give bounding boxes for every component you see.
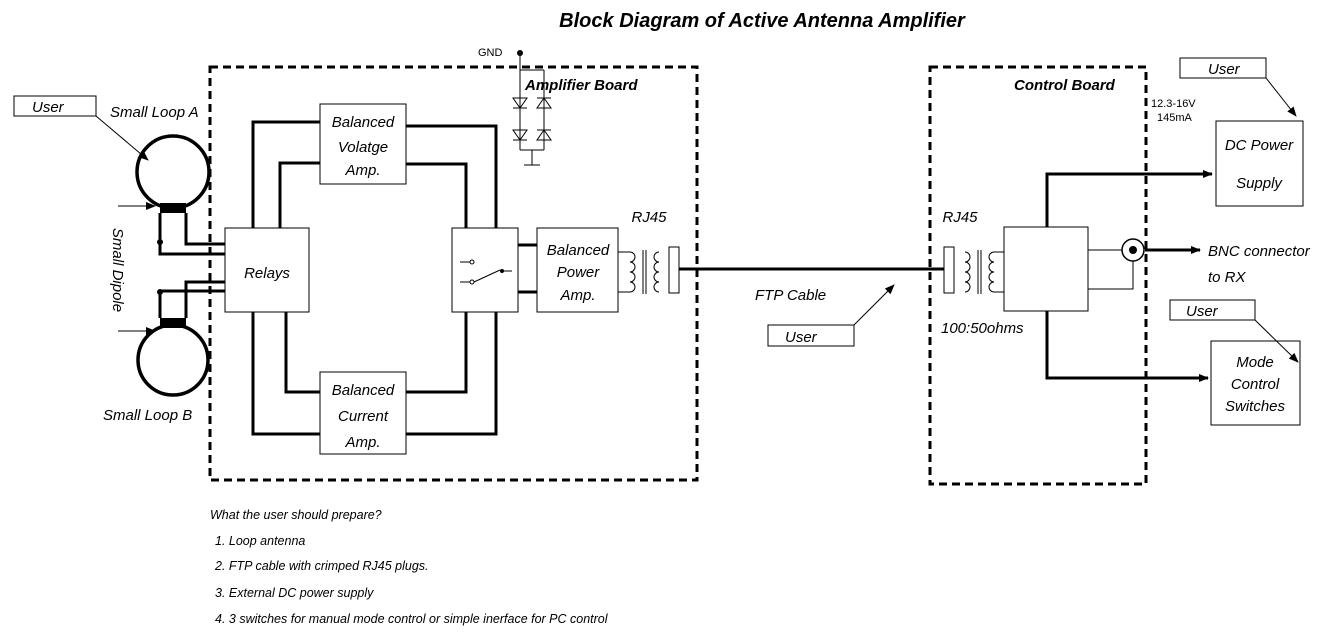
mode-control-switches <box>1210 340 1301 426</box>
user-tag: User <box>13 95 149 161</box>
voltage-amp-line-2: Volatge <box>338 139 388 156</box>
current-amp-line-1: Balanced <box>332 382 395 399</box>
bnc-connector-icon <box>1121 238 1145 262</box>
power-spec-current: 145mA <box>1157 112 1193 124</box>
transformer-icon <box>964 250 1004 294</box>
mode-line-1: Mode <box>1236 354 1274 371</box>
impedance-ratio-label: 100:50ohms <box>941 320 1024 337</box>
amplifier-wiring <box>251 120 537 436</box>
loop-b-label: Small Loop B <box>103 407 192 424</box>
relays-block <box>224 227 310 313</box>
voltage-amp-line-1: Balanced <box>332 114 395 131</box>
transformer-icon <box>618 250 660 294</box>
ftp-cable-label: FTP Cable <box>755 287 826 304</box>
bnc-label-line-1: BNC connector <box>1208 243 1311 260</box>
notes-item: 3. External DC power supply <box>215 586 374 600</box>
rj45-connector-amp <box>668 246 680 294</box>
dc-power-supply <box>1215 120 1304 207</box>
relays-label: Relays <box>244 265 290 282</box>
current-amp-line-3: Amp. <box>344 434 380 451</box>
power-amp-line-3: Amp. <box>559 287 595 304</box>
user-tag-label: User <box>785 329 818 346</box>
rj45-connector-control <box>943 246 955 294</box>
balanced-current-amp <box>319 371 407 455</box>
diode-protection <box>512 50 552 166</box>
gnd-label: GND <box>478 47 503 59</box>
user-tag: User <box>767 284 895 347</box>
switch-icon <box>460 259 512 285</box>
rj45-label-amp: RJ45 <box>631 209 667 226</box>
dc-power-line-2: Supply <box>1236 175 1283 192</box>
user-tag-label: User <box>1208 61 1241 78</box>
mode-line-3: Switches <box>1225 398 1286 415</box>
balanced-voltage-amp <box>319 103 407 185</box>
switch-block <box>451 227 519 313</box>
diagram-title: Block Diagram of Active Antenna Amplifie… <box>559 10 966 32</box>
voltage-amp-line-3: Amp. <box>344 162 380 179</box>
loop-b-antenna <box>136 318 210 397</box>
current-amp-line-2: Current <box>338 408 389 425</box>
user-tag: User <box>1169 299 1299 363</box>
control-block <box>1003 226 1089 312</box>
power-amp-line-1: Balanced <box>547 242 610 259</box>
control-wiring <box>1045 170 1213 382</box>
power-amp-line-2: Power <box>557 264 601 281</box>
user-tag-label: User <box>1186 303 1219 320</box>
notes-item: 2. FTP cable with crimped RJ45 plugs. <box>214 559 429 573</box>
loop-a-label: Small Loop A <box>110 104 199 121</box>
amplifier-board-label: Amplifier Board <box>524 77 638 94</box>
antenna-wiring <box>118 202 225 335</box>
notes-heading: What the user should prepare? <box>210 508 382 522</box>
bnc-label-line-2: to RX <box>1208 269 1247 286</box>
notes-item: 4. 3 switches for manual mode control or… <box>215 612 609 626</box>
power-spec-voltage: 12.3-16V <box>1151 98 1196 110</box>
balanced-power-amp <box>536 227 619 313</box>
mode-line-2: Control <box>1231 376 1280 393</box>
amplifier-board-border <box>208 65 699 482</box>
control-board-border <box>928 65 1148 486</box>
user-tag-label: User <box>32 99 65 116</box>
dipole-label: Small Dipole <box>109 228 126 312</box>
control-board-label: Control Board <box>1014 77 1116 94</box>
rj45-label-control: RJ45 <box>942 209 978 226</box>
user-tag: User <box>1179 57 1297 117</box>
notes-item: 1. Loop antenna <box>215 534 305 548</box>
loop-a-antenna <box>135 134 211 213</box>
dc-power-line-1: DC Power <box>1225 137 1294 154</box>
